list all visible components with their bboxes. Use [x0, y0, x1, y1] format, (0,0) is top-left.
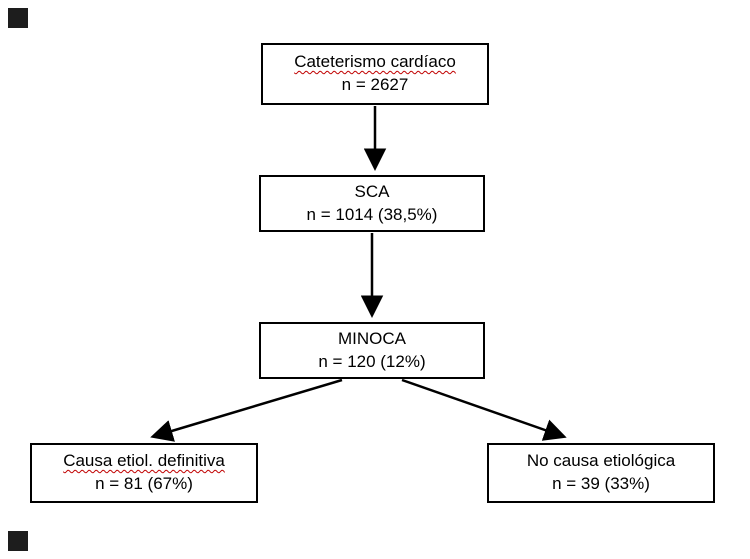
node-minoca: MINOCA n = 120 (12%)	[259, 322, 485, 379]
node-causa-title: Causa etiol. definitiva	[63, 451, 225, 471]
node-cateterismo-count: n = 2627	[341, 75, 409, 94]
node-nocausa-count: n = 39 (33%)	[552, 474, 650, 493]
arrow-minoca-to-nocausa	[401, 378, 567, 441]
node-causa-etiol-definitiva: Causa etiol. definitiva n = 81 (67%)	[30, 443, 258, 503]
node-causa-count: n = 81 (67%)	[95, 474, 193, 493]
node-cateterismo-title: Cateterismo cardíaco	[294, 52, 456, 72]
node-sca-count: n = 1014 (38,5%)	[306, 204, 438, 224]
node-sca-title: SCA	[354, 181, 390, 201]
corner-marker-top-left	[8, 8, 28, 28]
node-nocausa-title: No causa etiológica	[526, 451, 676, 471]
node-cateterismo-cardiaco: Cateterismo cardíaco n = 2627	[261, 43, 489, 105]
arrow-minoca-to-causa	[150, 378, 343, 442]
node-minoca-count: n = 120 (12%)	[318, 351, 426, 371]
node-sca: SCA n = 1014 (38,5%)	[259, 175, 485, 232]
node-minoca-title: MINOCA	[338, 328, 406, 348]
node-no-causa-etiologica: No causa etiológica n = 39 (33%)	[487, 443, 715, 503]
corner-marker-bottom-left	[8, 531, 28, 551]
